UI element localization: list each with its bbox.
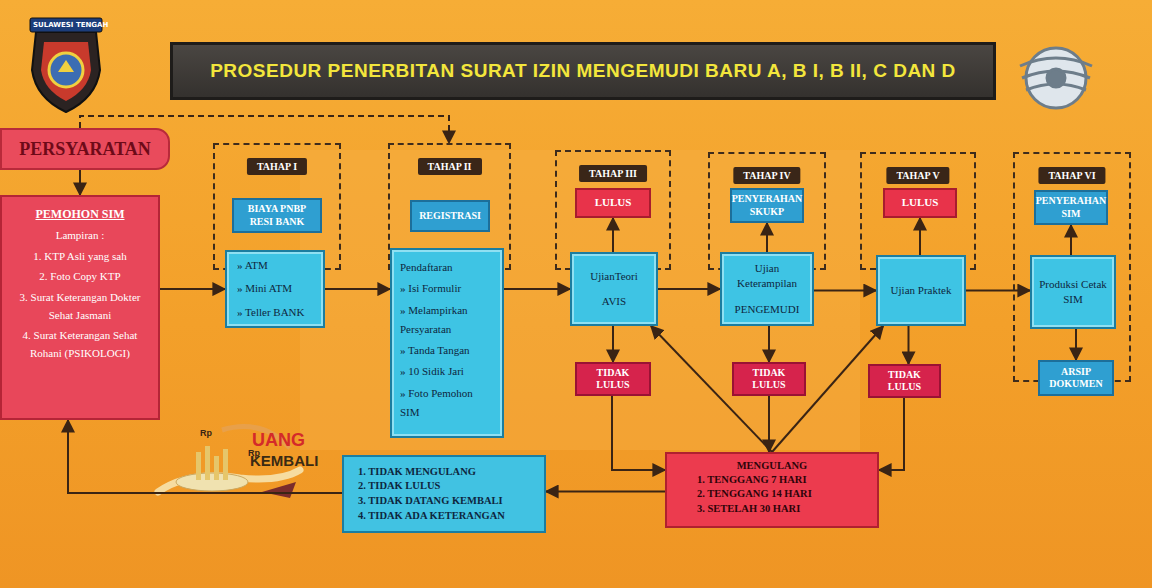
exam-box: Ujian Praktek (876, 255, 966, 326)
node-text: » 10 Sidik Jari (400, 362, 464, 381)
node-text: » Isi Formulir (400, 279, 461, 298)
node-text: 2. TENGGANG 14 HARI (697, 487, 847, 501)
stage-header-box: PENYERAHAN SKUKP (730, 188, 804, 223)
flow-arrow (546, 491, 665, 493)
node-text: » Teller BANK (237, 305, 304, 320)
flow-arrow (160, 288, 225, 290)
registration-box: Pendaftaran » Isi Formulir » Melampirkan P… (390, 248, 504, 438)
text-label: SULAWESI TENGAH (33, 21, 108, 29)
node-text: 1. TIDAK MENGULANG (358, 465, 530, 480)
exam-box: UjianTeoriAVIS (570, 252, 658, 326)
stage-label: TAHAP III (579, 165, 647, 182)
production-box: Produksi Cetak SIM (1030, 255, 1116, 329)
flow-arrow (325, 288, 390, 290)
node-text: LULUS (902, 196, 939, 209)
node-text: REGISTRASI (419, 210, 481, 223)
node-text: Lampiran : (8, 227, 152, 245)
police-badge (30, 18, 102, 112)
node-text: 3. TIDAK DATANG KEMBALI (358, 494, 530, 509)
node-text: MENGULANG (697, 459, 847, 473)
node-text: LULUS (595, 196, 632, 209)
flow-arrow (658, 288, 720, 290)
fail-box: TIDAK LULUS (868, 364, 941, 398)
stage-header-box: REGISTRASI (410, 200, 490, 232)
node-text: TIDAK LULUS (737, 367, 801, 391)
flow-arrow (612, 218, 614, 252)
node-text: TIDAK LULUS (580, 367, 646, 391)
text-label: UANG (252, 430, 305, 451)
node-text: PENYERAHAN SIM (1036, 195, 1107, 220)
title-band: PROSEDUR PENERBITAN SURAT IZIN MENGEMUDI… (170, 42, 996, 100)
title-text: PROSEDUR PENERBITAN SURAT IZIN MENGEMUDI… (210, 60, 956, 82)
flow-arrow (908, 326, 910, 364)
repeat-box: MENGULANG1. TENGGANG 7 HARI2. TENGGANG 1… (665, 452, 879, 528)
node-text: PEMOHON SIM (8, 205, 152, 224)
fail-box: TIDAK LULUS (732, 362, 806, 396)
node-text: 2. Foto Copy KTP (8, 268, 152, 286)
flow-arrow (768, 326, 770, 362)
flow-arrow (1075, 329, 1077, 360)
node-text: Ujian Keterampilan (728, 261, 806, 292)
node-text: 4. TIDAK ADA KETERANGAN (358, 509, 530, 524)
node-text: 3. SETELAH 30 HARI (697, 502, 847, 516)
node-text: UjianTeori (590, 269, 638, 284)
stage-frame: TAHAP VI PENYERAHAN SIM Produksi Cetak SIM… (1013, 152, 1131, 382)
node-text: » Tanda Tangan (400, 341, 470, 360)
node-text: 3. Surat Keterangan Dokter Sehat Jasmani (8, 289, 152, 324)
flow-arrow (68, 420, 342, 493)
flow-arrow (766, 223, 768, 252)
flow-arrow (768, 396, 770, 452)
node-text: PERSYARATAN (19, 139, 151, 160)
flow-arrow (504, 288, 570, 290)
flow-arrow (879, 398, 904, 470)
text-label: Rp (200, 428, 212, 438)
stage-label: TAHAP I (247, 158, 307, 175)
flow-arrow (966, 290, 1030, 292)
pass-box: LULUS (575, 188, 651, 218)
stage-label: TAHAP VI (1038, 167, 1105, 184)
node-text: 1. TENGGANG 7 HARI (697, 473, 847, 487)
refund-conditions-box: 1. TIDAK MENGULANG2. TIDAK LULUS3. TIDAK… (342, 455, 546, 533)
stage-label: TAHAP V (886, 167, 949, 184)
flow-arrow (919, 218, 921, 255)
payment-box: » ATM » Mini ATM » Teller BANK (225, 250, 325, 328)
node-text: » Mini ATM (237, 281, 292, 296)
stage-label: TAHAP II (418, 158, 482, 175)
node-text: TIDAK LULUS (873, 369, 936, 393)
node-text: Ujian Praktek (891, 283, 952, 298)
node-text: BIAYA PNBP RESI BANK (238, 203, 316, 228)
stage-label: TAHAP IV (733, 167, 800, 184)
node-text: PENGEMUDI (735, 302, 800, 317)
requirements-box: PEMOHON SIM Lampiran : 1. KTP Asli yang sa… (0, 195, 160, 420)
fail-box: TIDAK LULUS (575, 362, 651, 396)
node-text: » Foto Pemohon SIM (400, 384, 494, 423)
traffic-emblem (1020, 48, 1092, 108)
flow-arrow (79, 170, 81, 195)
node-text: 2. TIDAK LULUS (358, 479, 530, 494)
flow-arrow (814, 290, 876, 292)
node-text: AVIS (602, 294, 626, 309)
stage-frame: TAHAP V LULUS (860, 152, 976, 270)
flow-arrow (612, 396, 665, 470)
node-text: Pendaftaran (400, 258, 453, 277)
stage-header-box: PENYERAHAN SIM (1034, 190, 1108, 225)
exam-box: Ujian KeterampilanPENGEMUDI (720, 252, 814, 326)
archive-box: ARSIP DOKUMEN (1038, 360, 1114, 396)
flow-arrow (612, 326, 614, 362)
node-text: PENYERAHAN SKUKP (732, 193, 803, 218)
flow-arrow (1070, 225, 1072, 255)
node-text: 4. Surat Keterangan Sehat Rohani (PSIKOL… (8, 327, 152, 362)
ribbon-banner: PERSYARATAN (0, 128, 170, 170)
reflection (300, 150, 860, 450)
node-text: » ATM (237, 258, 268, 273)
node-text: ARSIP DOKUMEN (1044, 366, 1108, 391)
text-label: KEMBALI (250, 452, 318, 469)
node-text: Produksi Cetak SIM (1038, 277, 1108, 308)
stage-header-box: BIAYA PNBP RESI BANK (232, 198, 322, 233)
node-text: 1. KTP Asli yang sah (8, 248, 152, 266)
node-text: » Melampirkan Persyaratan (400, 301, 494, 340)
pass-box: LULUS (883, 188, 957, 218)
